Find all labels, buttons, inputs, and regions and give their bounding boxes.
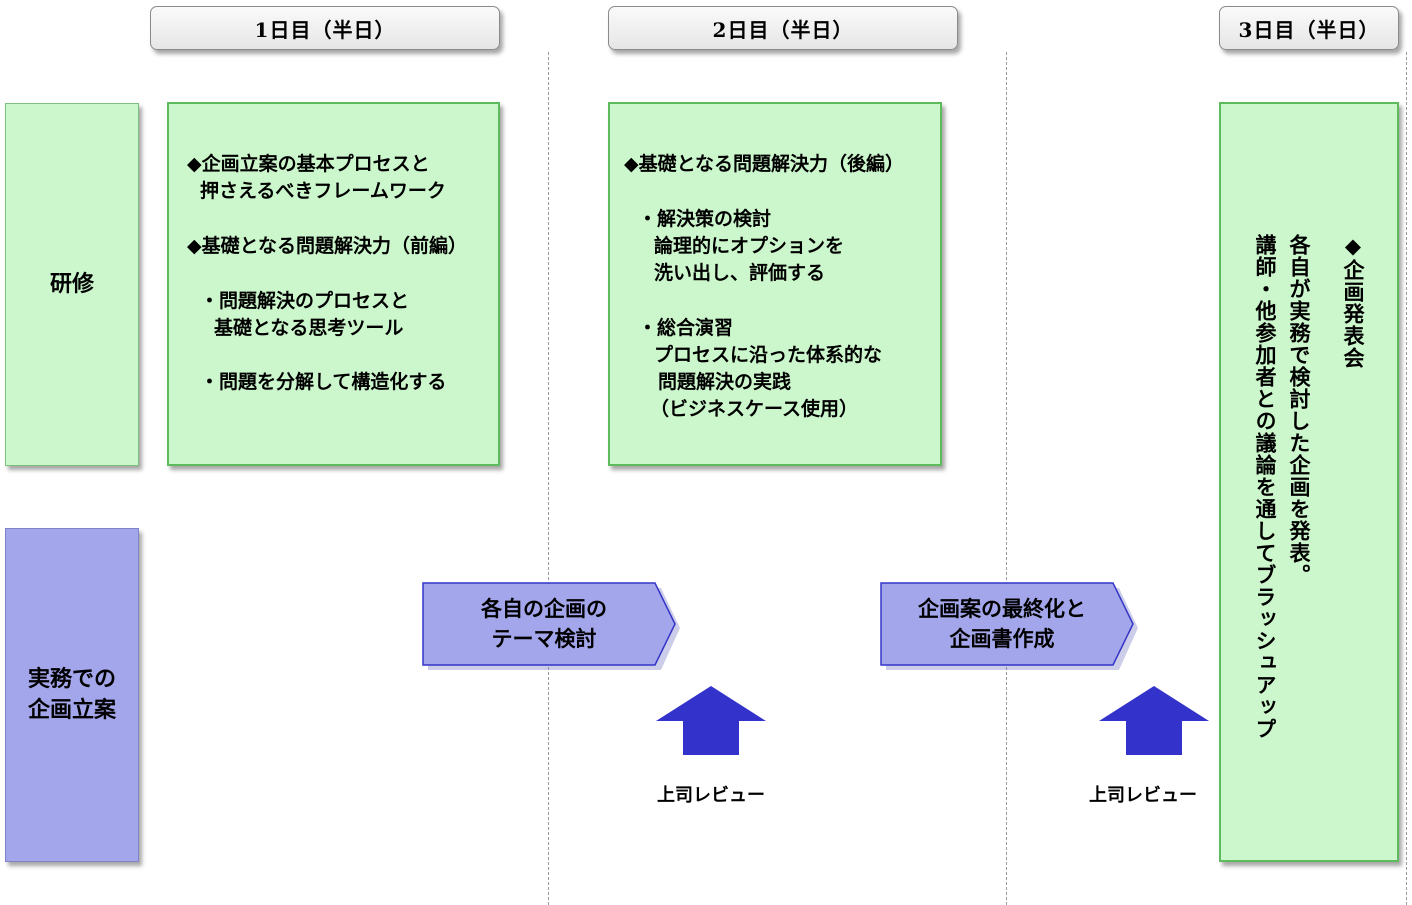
day2-line: 論理的にオプションを bbox=[654, 235, 845, 257]
day1-line: ・問題解決のプロセスと bbox=[200, 290, 410, 312]
review-label-2: 上司レビュー bbox=[1089, 785, 1197, 806]
review-label-1: 上司レビュー bbox=[657, 785, 765, 806]
day1-line: ◆基礎となる問題解決力（前編） bbox=[187, 235, 468, 257]
day2-line: 問題解決の実践 bbox=[658, 371, 792, 393]
day-separator-3 bbox=[1406, 52, 1407, 905]
row-label-practice-text: 実務での 企画立案 bbox=[27, 667, 116, 723]
day2-header: 2日目（半日） bbox=[608, 6, 958, 50]
up-arrow-icon bbox=[1099, 686, 1209, 755]
day2-header-label: 2日目（半日） bbox=[712, 17, 854, 42]
day2-line: ・解決策の検討 bbox=[638, 208, 772, 230]
day-separator-1 bbox=[548, 52, 549, 905]
day2-line: （ビジネスケース使用） bbox=[650, 398, 859, 420]
step-chevron-1 bbox=[422, 582, 680, 670]
day1-training-box: ◆企画立案の基本プロセスと 押さえるべきフレームワーク ◆基礎となる問題解決力（… bbox=[167, 102, 500, 466]
day3-desc2-col: 講師・他参加者との議論を通してブラッシュアップ bbox=[1253, 234, 1277, 740]
day2-line: 洗い出し、評価する bbox=[654, 262, 826, 284]
day2-training-box: ◆基礎となる問題解決力（後編） ・解決策の検討 論理的にオプションを 洗い出し、… bbox=[608, 102, 942, 466]
day1-header: 1日目（半日） bbox=[150, 6, 500, 50]
step-chevron-1-text: 各自の企画の テーマ検討 bbox=[422, 582, 666, 666]
day1-line: 押さえるべきフレームワーク bbox=[200, 180, 446, 202]
day3-header-label: 3日目（半日） bbox=[1238, 17, 1380, 42]
day1-line: 基礎となる思考ツール bbox=[214, 317, 404, 339]
up-arrow-icon bbox=[656, 686, 766, 755]
day1-line: ◆企画立案の基本プロセスと bbox=[187, 153, 430, 175]
day3-desc-col: 各自が実務で検討した企画を発表。 bbox=[1287, 234, 1311, 586]
day2-line: ・総合演習 bbox=[638, 317, 734, 339]
day2-line: ◆基礎となる問題解決力（後編） bbox=[624, 153, 905, 175]
row-label-training-text: 研修 bbox=[49, 272, 94, 297]
day-separator-2 bbox=[1006, 52, 1007, 905]
day2-line: プロセスに沿った体系的な bbox=[654, 344, 883, 366]
day3-title-col: ◆企画発表会 bbox=[1341, 234, 1365, 369]
step-2-line2: 企画書作成 bbox=[949, 627, 1055, 651]
step-1-line2: テーマ検討 bbox=[491, 627, 597, 651]
day3-header: 3日目（半日） bbox=[1219, 6, 1399, 50]
day3-presentation-box: ◆企画発表会 各自が実務で検討した企画を発表。 講師・他参加者との議論を通してブ… bbox=[1219, 102, 1399, 862]
day1-header-label: 1日目（半日） bbox=[254, 17, 396, 42]
step-chevron-2 bbox=[880, 582, 1138, 670]
step-chevron-2-text: 企画案の最終化と 企画書作成 bbox=[880, 582, 1124, 666]
row-label-practice: 実務での 企画立案 bbox=[5, 528, 139, 862]
step-1-line1: 各自の企画の bbox=[481, 597, 607, 621]
step-2-line1: 企画案の最終化と bbox=[918, 597, 1086, 621]
row-label-training: 研修 bbox=[5, 103, 139, 466]
day1-line: ・問題を分解して構造化する bbox=[200, 371, 447, 393]
